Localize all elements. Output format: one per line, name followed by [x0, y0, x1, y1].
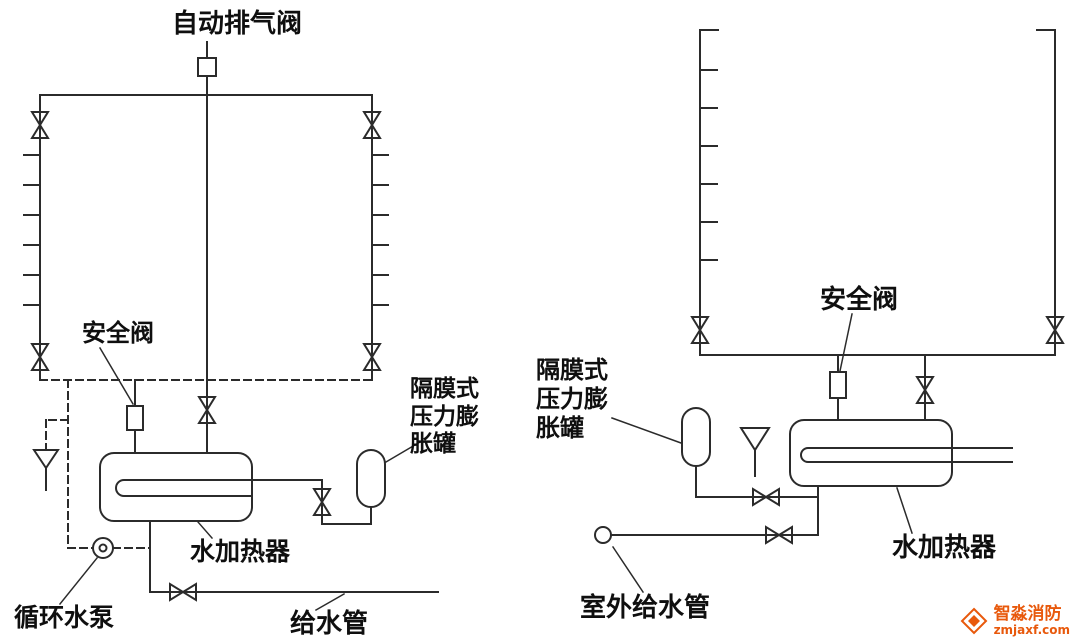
label-supply-pipe: 给水管: [290, 609, 369, 639]
left-water-heater-symbol: [99, 452, 323, 522]
right-expansion-tank-branch: [681, 407, 819, 507]
pipe-end-symbol: [594, 526, 612, 544]
leader-lines: [58, 313, 913, 612]
heating-coil: [800, 447, 1013, 463]
label-left-safety-valve: 安全阀: [82, 319, 154, 347]
left-expansion-tank-branch: [312, 449, 386, 525]
label-circulation-pump: 循环水泵: [14, 603, 115, 632]
left-riser-loop: [23, 94, 389, 381]
circulation-line: [45, 379, 151, 549]
left-riser-branch-ticks: [23, 154, 41, 306]
circulation-pump-symbol: [92, 537, 114, 559]
label-line: 隔膜式: [536, 356, 608, 384]
right-riser-branch-ticks: [371, 154, 389, 306]
zmjaxf-logo-icon: [960, 607, 987, 635]
riser-branch-ticks: [699, 69, 718, 261]
valve-icon: [362, 111, 382, 139]
valve-icon: [169, 582, 197, 602]
watermark: 智淼消防 zmjaxf.com: [960, 603, 1070, 638]
valve-icon: [690, 316, 710, 344]
label-left-expansion-tank: 隔膜式 压力膨 胀罐: [410, 376, 479, 459]
valve-icon: [197, 396, 217, 424]
label-line: 隔膜式: [410, 376, 479, 402]
expansion-tank-symbol: [356, 449, 386, 508]
label-line: 压力膨: [536, 384, 608, 413]
right-return-drop: [915, 354, 935, 421]
left-center-pipe: [197, 75, 217, 454]
auto-exhaust-valve-symbol: [197, 41, 217, 77]
valve-icon: [30, 111, 50, 139]
right-water-heater-symbol: [789, 419, 1013, 487]
valve-icon: [765, 525, 793, 545]
label-line: 压力膨: [410, 403, 479, 430]
right-riser-loop: [690, 29, 1065, 356]
expansion-tank-symbol: [681, 407, 711, 467]
watermark-url: zmjaxf.com: [993, 623, 1070, 638]
valve-icon: [312, 488, 332, 516]
drain-funnel-icon: [739, 427, 771, 477]
heating-coil: [115, 479, 323, 497]
label-right-safety-valve: 安全阀: [820, 285, 899, 315]
left-supply-pipe: [149, 520, 439, 602]
drain-funnel-icon: [32, 449, 60, 491]
label-right-water-heater: 水加热器: [892, 533, 997, 563]
label-auto-exhaust-valve: 自动排气阀: [172, 9, 303, 39]
watermark-brand: 智淼消防: [993, 603, 1062, 624]
label-right-expansion-tank: 隔膜式 压力膨 胀罐: [536, 356, 608, 442]
left-safety-valve-symbol: [126, 379, 144, 454]
valve-icon: [362, 343, 382, 371]
valve-icon: [915, 376, 935, 404]
valve-icon: [1045, 316, 1065, 344]
label-line: 胀罐: [410, 431, 456, 458]
outdoor-supply-pipe: [594, 485, 819, 545]
valve-icon: [752, 487, 780, 507]
valve-icon: [30, 343, 50, 371]
label-left-water-heater: 水加热器: [190, 537, 291, 566]
label-line: 胀罐: [536, 413, 584, 442]
right-safety-valve-symbol: [829, 354, 847, 421]
label-outdoor-supply-pipe: 室外给水管: [580, 593, 711, 623]
